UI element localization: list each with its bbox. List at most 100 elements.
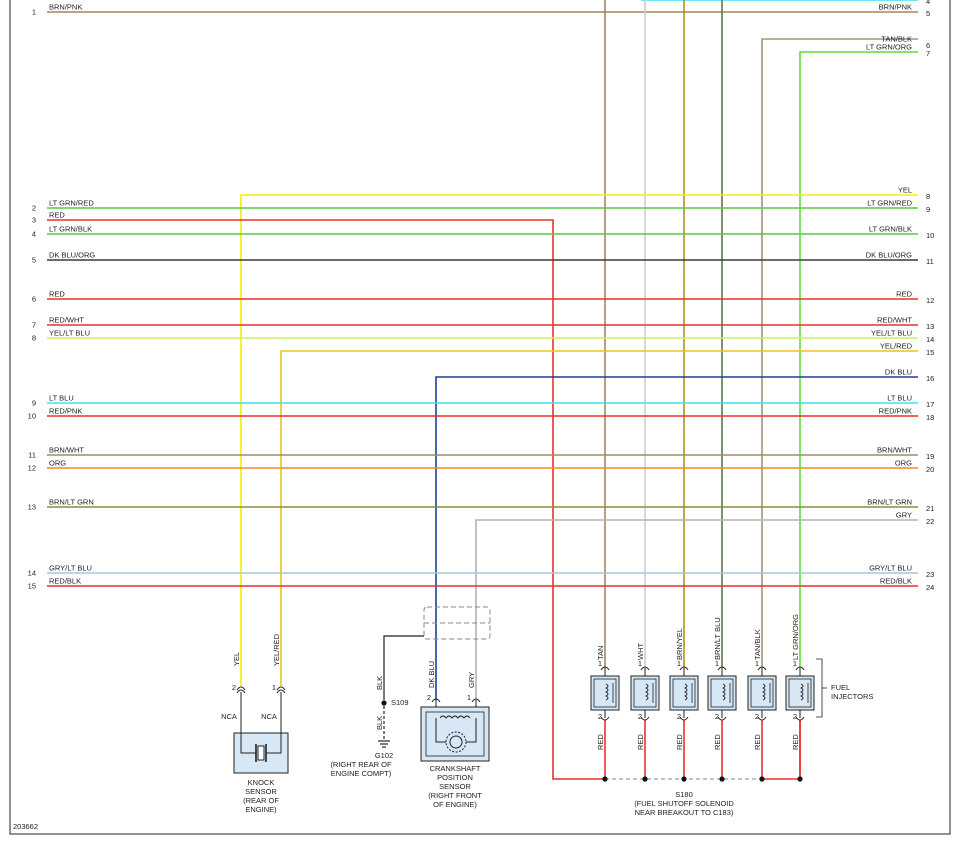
injector-inner bbox=[788, 678, 812, 708]
knock-wire-label: YEL bbox=[232, 652, 241, 666]
injector-pin: 1 bbox=[638, 659, 642, 668]
right-wire-label: LT GRN/ORG bbox=[866, 43, 912, 52]
fuel-injector bbox=[747, 666, 777, 721]
wire-yel-red bbox=[280, 350, 918, 686]
knock-sensor-label: KNOCK bbox=[248, 778, 275, 787]
left-pin-number: 5 bbox=[32, 256, 36, 265]
injector-inner bbox=[750, 678, 774, 708]
right-pin-number: 12 bbox=[926, 296, 934, 305]
right-wire-label: DK BLU bbox=[885, 368, 912, 377]
injector-bracket bbox=[816, 658, 823, 718]
crank-sensor-label: CRANKSHAFT bbox=[430, 764, 481, 773]
right-pin-number: 13 bbox=[926, 322, 934, 331]
right-pin-number: 5 bbox=[926, 9, 930, 18]
knock-sensor-label: SENSOR bbox=[245, 787, 277, 796]
right-wire-label: RED/WHT bbox=[877, 316, 912, 325]
injector-body bbox=[707, 675, 737, 711]
nca-label: NCA bbox=[221, 712, 237, 721]
wire-blk-shield bbox=[383, 635, 424, 700]
right-wire-label: LT GRN/RED bbox=[867, 199, 912, 208]
crank-pin: 1 bbox=[467, 693, 471, 702]
wire-dk-blu bbox=[435, 376, 918, 700]
coil-symbol bbox=[799, 683, 804, 701]
left-wire-label: LT GRN/BLK bbox=[49, 225, 92, 234]
right-wire-label: LT GRN/BLK bbox=[869, 225, 912, 234]
left-wire-label: LT GRN/RED bbox=[49, 199, 94, 208]
splice-dot bbox=[719, 776, 725, 782]
connector-symbol bbox=[471, 698, 481, 703]
connector-symbol bbox=[757, 716, 767, 721]
connector-symbol bbox=[600, 666, 610, 671]
right-pin-number: 6 bbox=[926, 41, 930, 50]
fuel-injector bbox=[785, 666, 815, 721]
connector-symbol bbox=[757, 666, 767, 671]
crank-sensor-body bbox=[420, 706, 490, 762]
left-wire-label: RED bbox=[49, 290, 65, 299]
injector-return-label: RED bbox=[636, 734, 645, 750]
injector-body bbox=[630, 675, 660, 711]
left-pin-number: 4 bbox=[32, 230, 36, 239]
crank-sensor-label: SENSOR bbox=[439, 782, 471, 791]
connector-symbol bbox=[679, 716, 689, 721]
left-pin-number: 9 bbox=[32, 399, 36, 408]
connector-symbol bbox=[236, 689, 246, 694]
injector-pin: 2 bbox=[638, 712, 642, 721]
right-wire-label: BRN/WHT bbox=[877, 446, 912, 455]
injector-pin: 1 bbox=[715, 659, 719, 668]
fuel-injector bbox=[707, 666, 737, 721]
injector-pin: 2 bbox=[715, 712, 719, 721]
coil-symbol bbox=[683, 683, 688, 701]
right-wire-label: LT BLU bbox=[887, 394, 912, 403]
injector-inner bbox=[710, 678, 734, 708]
left-pin-number: 2 bbox=[32, 204, 36, 213]
right-pin-number: 20 bbox=[926, 465, 934, 474]
injector-inner bbox=[672, 678, 696, 708]
connector-symbol bbox=[276, 689, 286, 694]
right-wire-label: RED bbox=[896, 290, 912, 299]
injector-wire-label: BRN/YEL bbox=[675, 628, 684, 660]
right-wire-label: YEL/LT BLU bbox=[871, 329, 912, 338]
connector-symbol bbox=[600, 716, 610, 721]
wire-gry bbox=[475, 519, 918, 700]
ground-wire-label: BLK bbox=[375, 676, 384, 690]
knock-wire-label: YEL/RED bbox=[272, 633, 281, 666]
connector-symbol bbox=[640, 666, 650, 671]
injector-pin: 2 bbox=[755, 712, 759, 721]
right-pin-number: 14 bbox=[926, 335, 934, 344]
injector-pin: 1 bbox=[793, 659, 797, 668]
left-pin-number: 11 bbox=[28, 451, 36, 460]
left-pin-number: 8 bbox=[32, 334, 36, 343]
injector-wire-label: TAN bbox=[596, 646, 605, 660]
left-pin-number: 1 bbox=[32, 8, 36, 17]
left-wire-label: GRY/LT BLU bbox=[49, 564, 92, 573]
injector-body bbox=[669, 675, 699, 711]
right-wire-label: RED/PNK bbox=[879, 407, 912, 416]
reluctor-wheel bbox=[445, 731, 467, 753]
splice-dot bbox=[681, 776, 687, 782]
injector-body bbox=[785, 675, 815, 711]
left-wire-label: BRN/PNK bbox=[49, 3, 82, 12]
right-pin-number: 19 bbox=[926, 452, 934, 461]
fuel-injector bbox=[669, 666, 699, 721]
splice-dot bbox=[602, 776, 608, 782]
fuel-injector bbox=[630, 666, 660, 721]
crank-internal bbox=[435, 718, 477, 743]
coil-symbol bbox=[604, 683, 609, 701]
right-pin-number: 17 bbox=[926, 400, 934, 409]
connector-symbol bbox=[640, 716, 650, 721]
injector-inner bbox=[593, 678, 617, 708]
crank-coil bbox=[439, 715, 471, 719]
right-wire-label: GRY/LT BLU bbox=[869, 564, 912, 573]
injector-inner bbox=[633, 678, 657, 708]
left-wire-label: RED bbox=[49, 211, 65, 220]
injector-body bbox=[590, 675, 620, 711]
splice-dot bbox=[642, 776, 648, 782]
wire-tan-blk bbox=[761, 38, 918, 668]
wire-red-3 bbox=[47, 219, 605, 780]
splice-dot bbox=[797, 776, 803, 782]
connector-symbol bbox=[717, 716, 727, 721]
right-wire-label: GRY bbox=[896, 511, 912, 520]
right-pin-number: 8 bbox=[926, 192, 930, 201]
right-wire-label: YEL/RED bbox=[880, 342, 913, 351]
right-pin-number: 22 bbox=[926, 517, 934, 526]
